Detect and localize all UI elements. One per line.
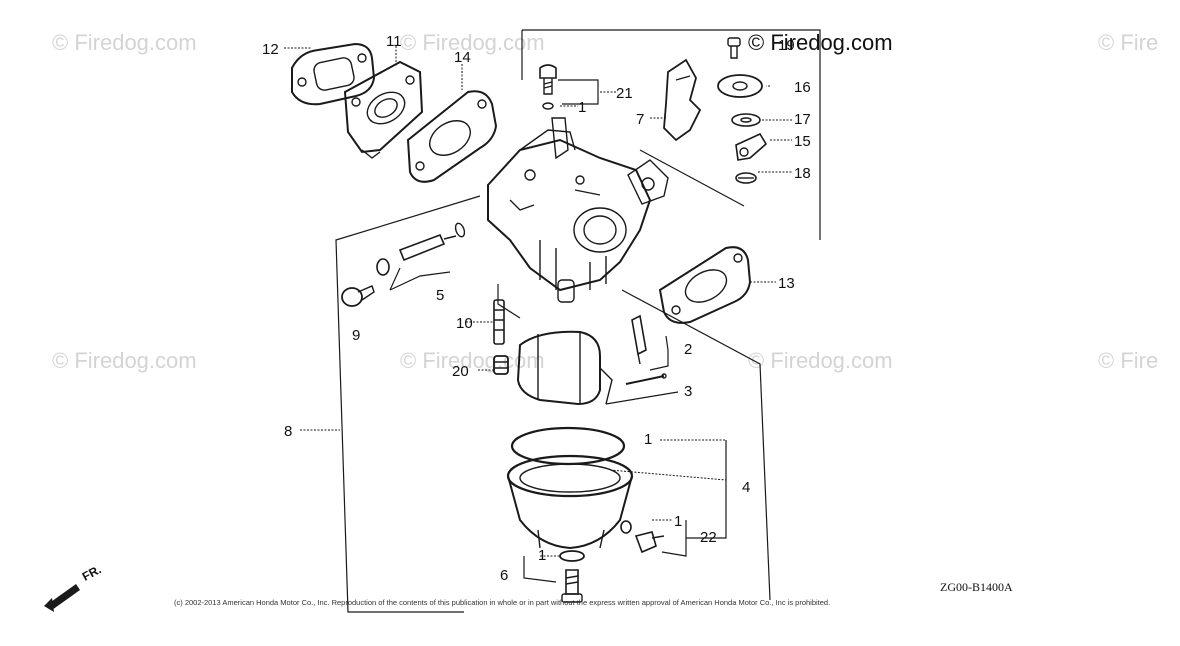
part-14-gasket: [406, 90, 498, 183]
part-float: [516, 330, 613, 406]
callout-16: 16: [794, 79, 811, 96]
part-22-drain-screw: [620, 520, 665, 554]
callout-9: 9: [352, 327, 360, 344]
part-19-screw: [727, 37, 741, 59]
callout-15: 15: [794, 133, 811, 150]
part-6-bolt: [559, 550, 585, 603]
callout-17: 17: [794, 111, 811, 128]
callout-13: 13: [778, 275, 795, 292]
part-carburetor-body: [487, 117, 669, 303]
part-11-insulator: [343, 60, 424, 159]
carburetor-body-frame: [521, 29, 821, 240]
callout-20: 20: [452, 363, 469, 380]
part-5-pilot-screw-set: [376, 222, 466, 276]
part-7-choke: [663, 58, 702, 142]
callout-7: 7: [636, 111, 644, 128]
part-12-gasket: [291, 42, 376, 106]
callout-10: 10: [456, 315, 473, 332]
callout-1a: 1: [578, 99, 586, 116]
watermark-mid-right: © Fire: [1098, 348, 1159, 373]
part-2-float-valve: [631, 314, 647, 365]
callout-1b: 1: [644, 431, 652, 448]
watermark-top-right: © Fire: [1098, 30, 1159, 55]
callout-2: 2: [684, 341, 692, 358]
part-13-gasket: [658, 246, 752, 324]
part-17-spring: [731, 113, 761, 127]
callout-11: 11: [386, 33, 402, 50]
callout-3: 3: [684, 383, 692, 400]
callout-18: 18: [794, 165, 811, 182]
callout-1d: 1: [538, 547, 546, 564]
part-1-o-ring: [510, 426, 626, 466]
front-arrow-icon: [44, 584, 80, 612]
part-21-screw: [539, 64, 557, 110]
callout-19: 19: [778, 37, 795, 54]
watermark-mid-center-right: © Firedog.com: [748, 348, 893, 373]
callout-8: 8: [284, 423, 292, 440]
callout-14: 14: [454, 49, 471, 66]
part-20-main-jet: [493, 355, 509, 375]
carburetor-assembly-frame: [335, 195, 481, 613]
part-10-main-nozzle: [493, 299, 505, 345]
callout-1c: 1: [674, 513, 682, 530]
part-15-lever: [735, 132, 768, 161]
watermark-mid-left: © Firedog.com: [52, 348, 197, 373]
part-9-screw: [341, 285, 375, 307]
copyright-notice: (c) 2002-2013 American Honda Motor Co., …: [174, 598, 831, 607]
watermark-top-left: © Firedog.com: [52, 30, 197, 55]
callout-22: 22: [700, 529, 717, 546]
part-16-lever: [717, 74, 763, 98]
callout-5: 5: [436, 287, 444, 304]
part-3-float-pin: [625, 373, 667, 385]
watermark-top-center: © Firedog.com: [400, 30, 545, 55]
callout-12: 12: [262, 41, 279, 58]
diagram-code: ZG00-B1400A: [940, 580, 1013, 594]
callout-6: 6: [500, 567, 508, 584]
part-4-float-chamber: [506, 454, 634, 550]
part-18-collar: [735, 172, 757, 184]
callout-21: 21: [616, 85, 633, 102]
callout-4: 4: [742, 479, 750, 496]
